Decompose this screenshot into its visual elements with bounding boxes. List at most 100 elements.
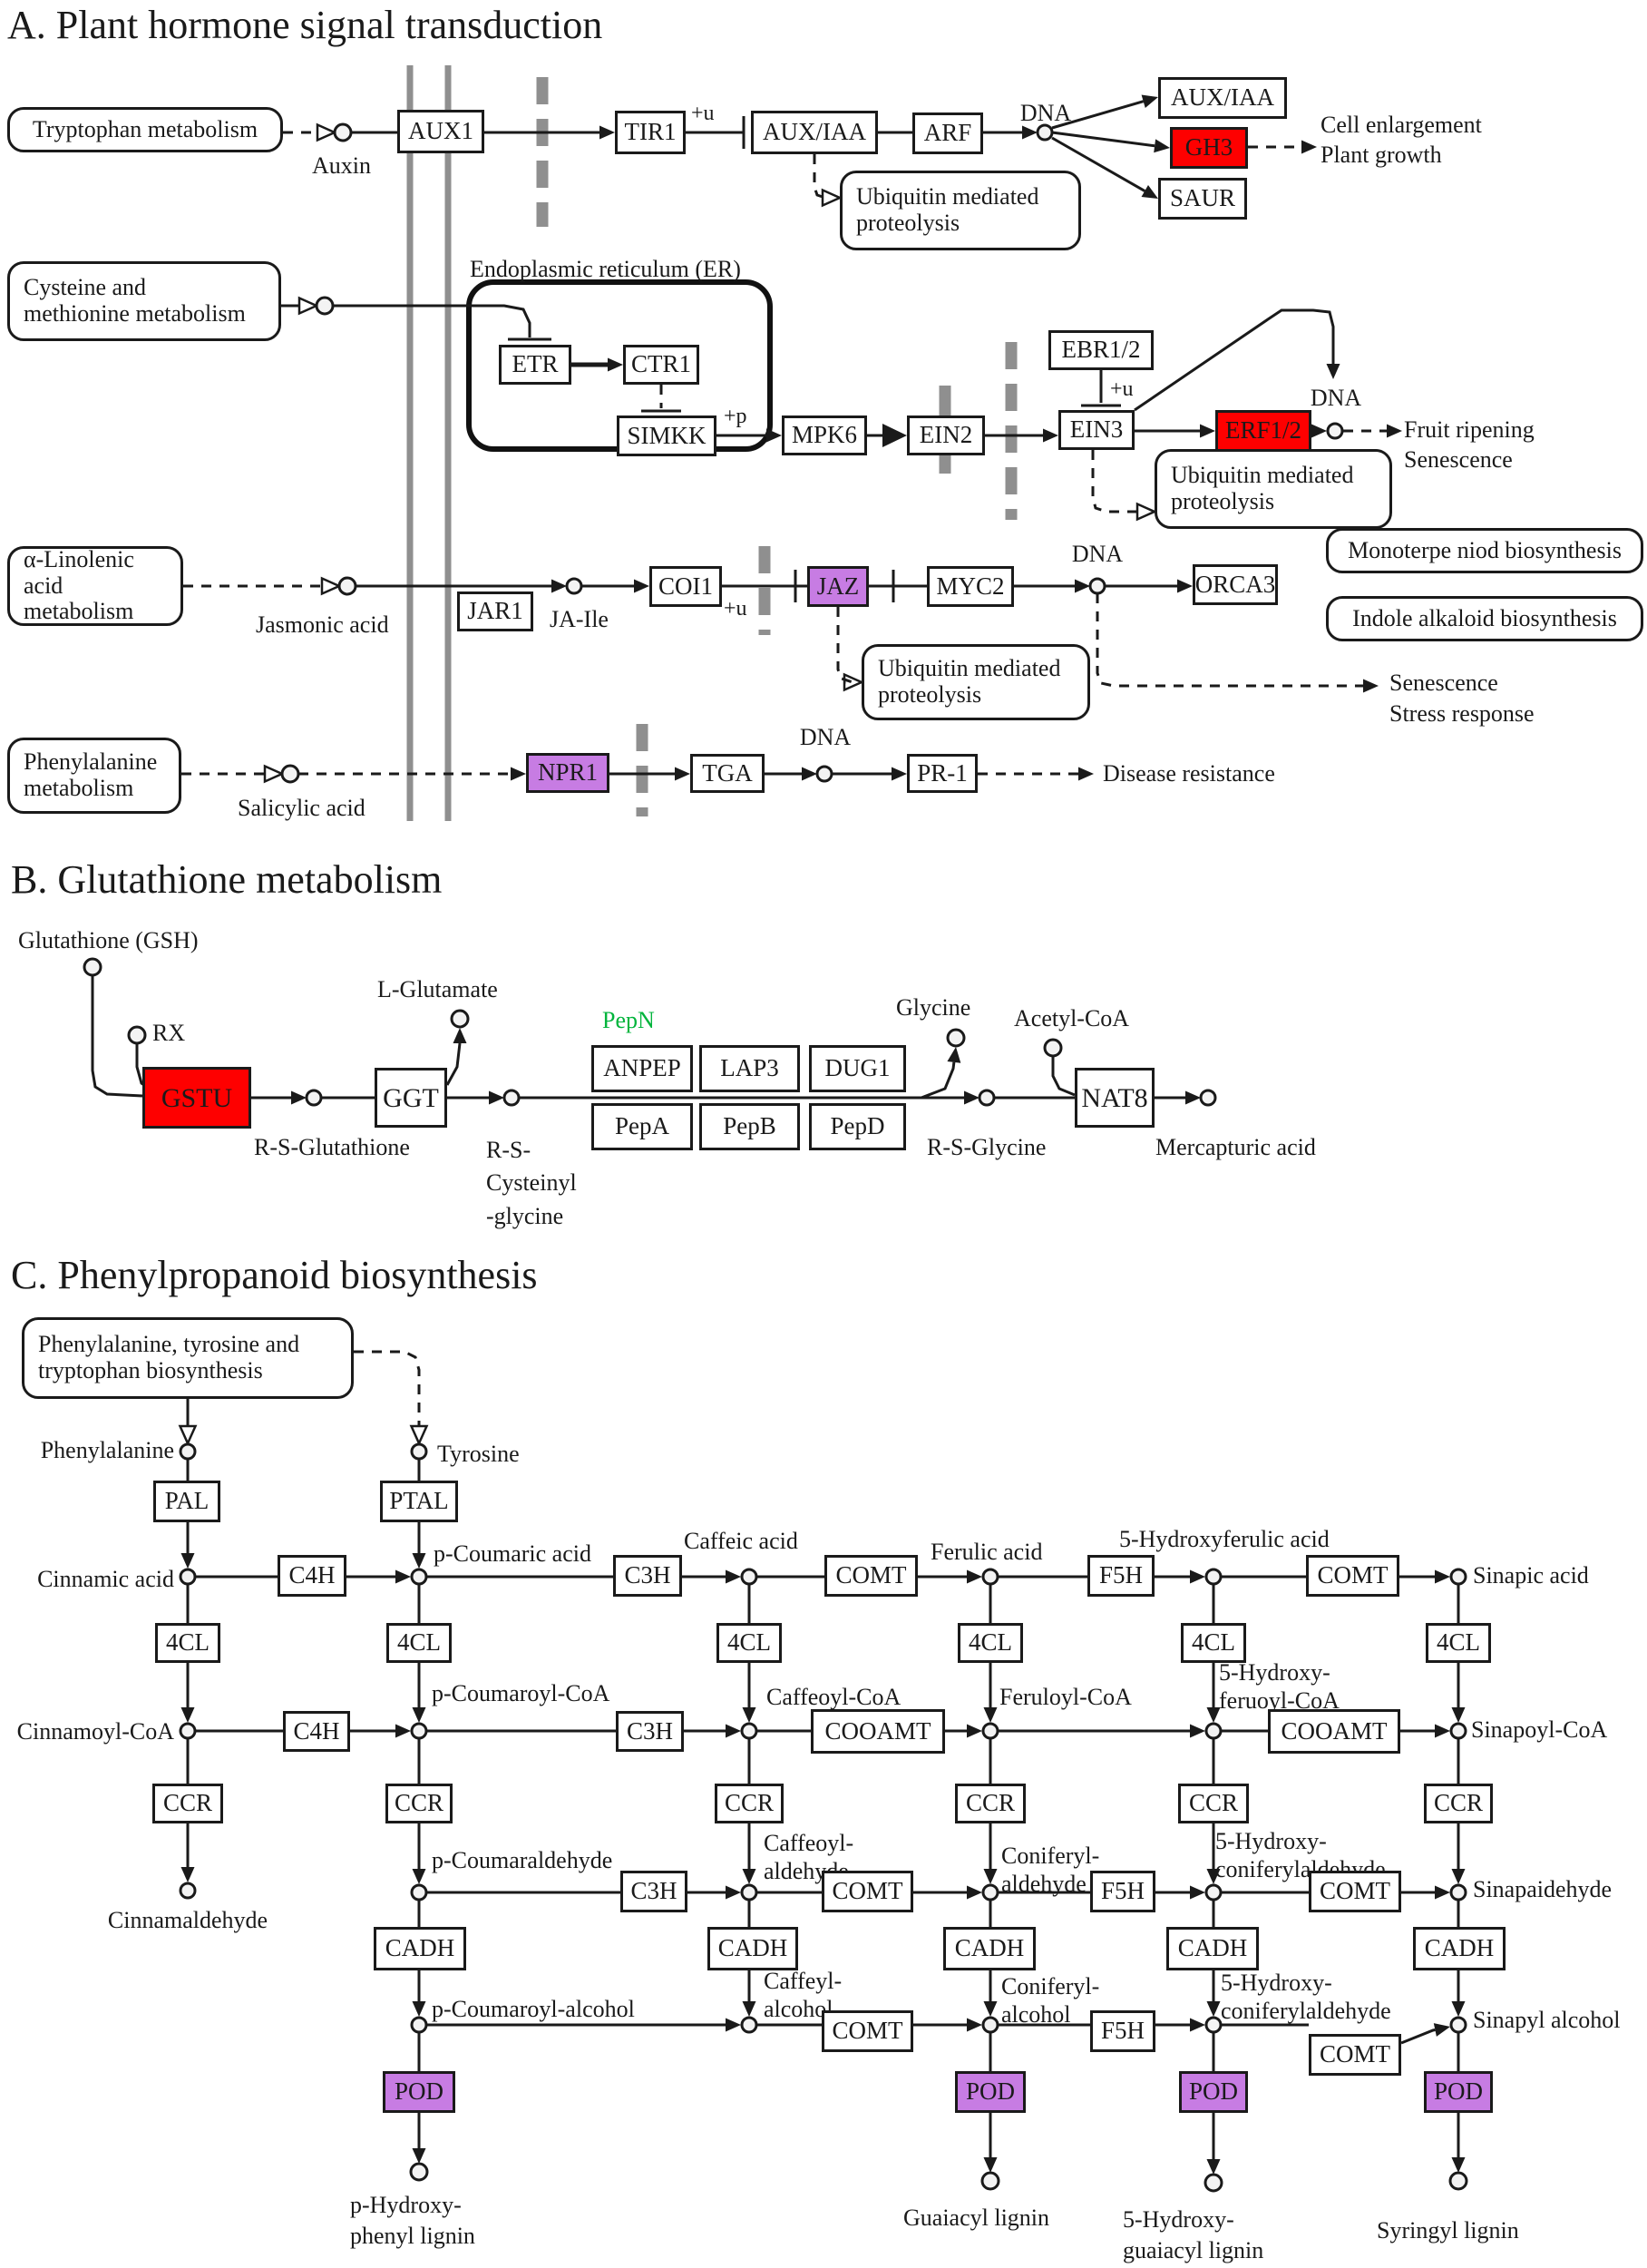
- phenylalanine-metabolism-box: Phenylalanine metabolism: [7, 738, 181, 814]
- arrowhead-icon: [412, 1553, 426, 1569]
- disease-resistance-label: Disease resistance: [1103, 760, 1275, 787]
- cadh-box-3: CADH: [943, 1927, 1036, 1970]
- pepb-box: PepB: [699, 1103, 800, 1150]
- simkk-box: SIMKK: [617, 415, 716, 456]
- metabolite-circle: [1449, 1722, 1467, 1740]
- metabolite-circle: [740, 1568, 758, 1586]
- arrowhead-icon: [608, 357, 623, 372]
- arrowhead-icon: [599, 125, 615, 140]
- arrowhead-icon: [766, 428, 782, 443]
- erf12-box: ERF1/2: [1215, 410, 1311, 452]
- rs-glutathione-label: R-S-Glutathione: [254, 1134, 410, 1160]
- feruloyl-coa-label: Feruloyl-CoA: [999, 1684, 1132, 1710]
- plus-u-label-1: +u: [691, 102, 715, 125]
- metabolite-circle: [280, 764, 300, 784]
- arrowhead-icon: [1177, 579, 1193, 593]
- pepa-box: PepA: [591, 1103, 693, 1150]
- arrowhead-icon: [395, 1569, 411, 1584]
- metabolite-circle: [179, 1442, 197, 1461]
- aux1-box: AUX1: [397, 110, 484, 153]
- senescence-stress-label: Senescence Stress response: [1389, 670, 1535, 727]
- arrowhead-icon: [412, 1707, 426, 1723]
- arrowhead-icon: [967, 2018, 982, 2032]
- ubiquitin-proteolysis-box-1: Ubiquitin mediated proteolysis: [840, 171, 1081, 250]
- jaz-box: JAZ: [807, 566, 869, 607]
- p-coumaraldehyde-label: p-Coumaraldehyde: [432, 1847, 613, 1873]
- arrowhead-icon: [1326, 364, 1340, 379]
- pod-box-4: POD: [1424, 2071, 1493, 2113]
- edge-line: [813, 154, 826, 200]
- dug1-box: DUG1: [809, 1045, 906, 1092]
- arrowhead-icon: [1043, 428, 1058, 443]
- metabolite-circle: [565, 577, 583, 595]
- arrowhead-icon: [675, 767, 690, 781]
- auxiaa-box-2: AUX/IAA: [1158, 77, 1287, 119]
- 5-hydroxy-guaiacyl-lignin-label: 5-Hydroxy- guaiacyl lignin: [1123, 2206, 1264, 2263]
- p-coumaroyl-alcohol-label: p-Coumaroyl-alcohol: [432, 1996, 635, 2022]
- cinnamaldehyde-label: Cinnamaldehyde: [107, 1907, 268, 1933]
- edge-line: [91, 975, 143, 1098]
- edge-line: [1051, 131, 1155, 148]
- arrowhead-icon: [1078, 767, 1094, 781]
- p-coumaric-acid-label: p-Coumaric acid: [434, 1540, 591, 1567]
- tryptophan-metabolism-box: Tryptophan metabolism: [7, 107, 283, 152]
- arrowhead-icon: [412, 1869, 426, 1884]
- panel-c-title: C. Phenylpropanoid biosynthesis: [11, 1253, 538, 1297]
- arrowhead-icon: [726, 2018, 741, 2032]
- arrowhead-icon: [1200, 424, 1215, 438]
- metabolite-circle: [1449, 2016, 1467, 2034]
- gh3-box: GH3: [1170, 127, 1248, 169]
- arrowhead-icon: [1190, 1885, 1205, 1900]
- c4h-box-1: C4H: [278, 1555, 346, 1597]
- metabolite-circle: [127, 1025, 147, 1045]
- pepd-box: PepD: [809, 1103, 906, 1150]
- jar1-box: JAR1: [457, 591, 533, 631]
- arrowhead-icon: [180, 1707, 195, 1723]
- arrowhead-icon: [1206, 1869, 1221, 1884]
- metabolite-circle: [978, 1089, 996, 1107]
- cadh-box-1: CADH: [374, 1927, 466, 1970]
- ccr-box-1: CCR: [152, 1784, 223, 1823]
- edge-line: [1096, 593, 1363, 688]
- edge-line: [1051, 136, 1145, 192]
- arrowhead-icon: [1311, 424, 1327, 438]
- metabolite-circle: [410, 1568, 428, 1586]
- arrowhead-icon: [1435, 1569, 1450, 1584]
- metabolite-circle: [179, 1722, 197, 1740]
- arrowhead-icon: [1022, 125, 1038, 140]
- metabolite-circle: [1204, 1568, 1223, 1586]
- open-arrowhead-icon: [821, 188, 843, 208]
- metabolite-circle: [337, 576, 357, 596]
- c3h-box-1: C3H: [613, 1555, 682, 1597]
- metabolite-circle: [1204, 2173, 1223, 2193]
- open-arrowhead-icon: [843, 672, 865, 692]
- 4cl-box-4: 4CL: [958, 1623, 1023, 1663]
- arrowhead-icon: [1185, 1090, 1201, 1105]
- edge-line: [1134, 308, 1335, 412]
- auxiaa-box-1: AUX/IAA: [751, 111, 878, 154]
- monoterpenoid-biosynthesis-box: Monoterpe niod biosynthesis: [1326, 528, 1643, 573]
- comt-box-1: COMT: [824, 1555, 918, 1597]
- arrowhead-icon: [453, 1028, 467, 1043]
- arrowhead-icon: [882, 424, 907, 447]
- dna-label-2: DNA: [1310, 385, 1362, 411]
- ggt-box: GGT: [375, 1068, 447, 1128]
- arrowhead-icon: [412, 2001, 426, 2017]
- metabolite-circle: [1043, 1038, 1063, 1058]
- comt-box-5: COMT: [822, 2010, 913, 2052]
- arrowhead-icon: [1451, 2001, 1466, 2017]
- 4cl-box-5: 4CL: [1181, 1623, 1246, 1663]
- arrowhead-icon: [947, 1047, 961, 1063]
- metabolite-circle: [450, 1009, 470, 1029]
- p-coumaroyl-coa-label: p-Coumaroyl-CoA: [432, 1680, 610, 1706]
- metabolite-circle: [1326, 422, 1344, 440]
- nat8-box: NAT8: [1075, 1068, 1155, 1128]
- metabolite-circle: [83, 957, 102, 977]
- ubiquitin-proteolysis-box-3: Ubiquitin mediated proteolysis: [862, 644, 1090, 720]
- comt-box-2: COMT: [1306, 1555, 1399, 1597]
- metabolite-circle: [1036, 123, 1054, 142]
- syringyl-lignin-label: Syringyl lignin: [1377, 2217, 1519, 2244]
- er-label: Endoplasmic reticulum (ER): [470, 256, 741, 282]
